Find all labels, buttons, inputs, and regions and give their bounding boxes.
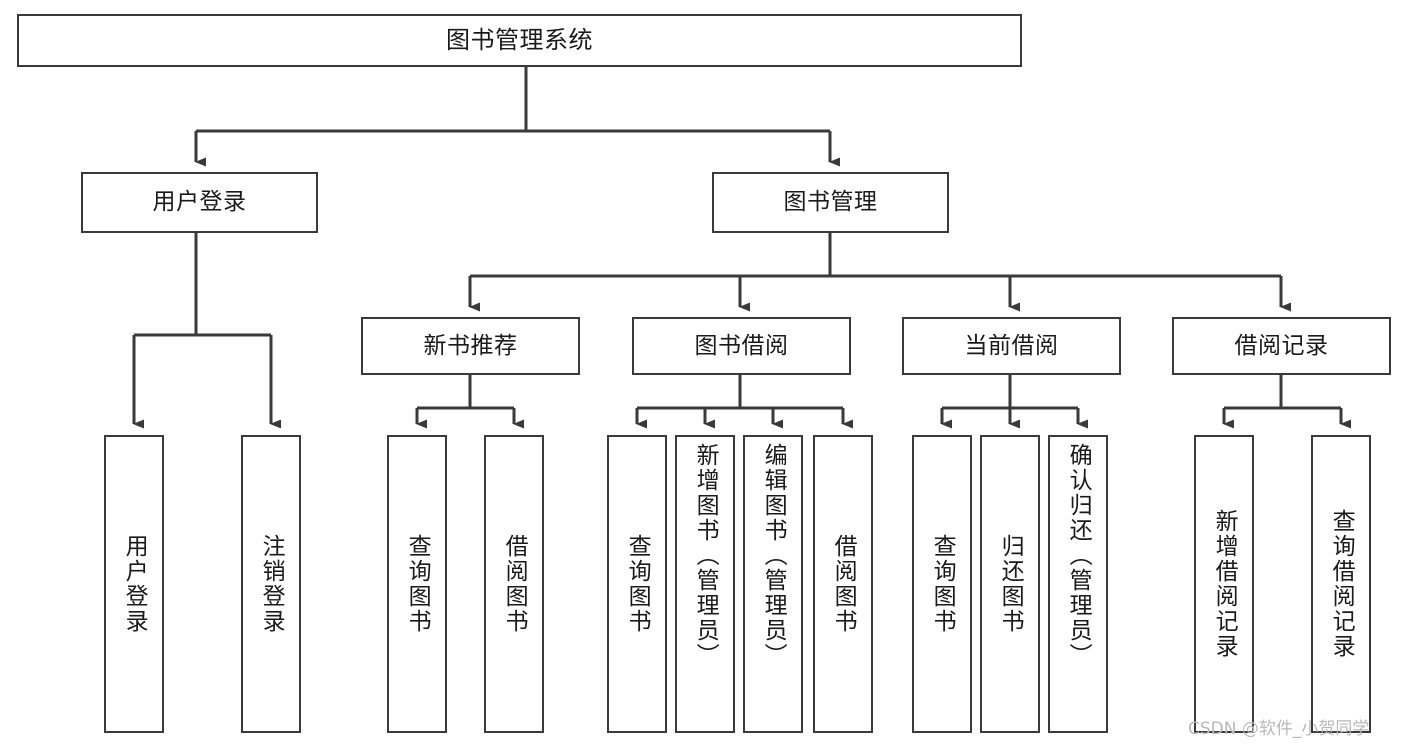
node-leaf-add-borrow-record[interactable]: 新增借阅记录 — [1194, 435, 1254, 733]
node-label: 借阅图书 — [501, 534, 528, 634]
node-user-login[interactable]: 用户登录 — [81, 172, 318, 233]
node-label: 用户登录 — [152, 189, 247, 216]
node-current-borrow[interactable]: 当前借阅 — [902, 317, 1121, 375]
node-new-book-recommend[interactable]: 新书推荐 — [361, 317, 580, 375]
node-leaf-borrow-book[interactable]: 借阅图书 — [813, 435, 873, 733]
node-label: 查询借阅记录 — [1328, 509, 1355, 659]
node-label: 新书推荐 — [423, 332, 518, 359]
node-root-system[interactable]: 图书管理系统 — [17, 14, 1022, 67]
node-leaf-borrow-book-recommend[interactable]: 借阅图书 — [484, 435, 544, 733]
node-label: 归还图书 — [997, 534, 1024, 634]
node-label: 确认归还（管理员） — [1065, 443, 1092, 668]
node-label: 注销登录 — [258, 534, 285, 634]
node-label: 查询图书 — [624, 534, 651, 634]
node-leaf-query-borrow-record[interactable]: 查询借阅记录 — [1311, 435, 1371, 733]
node-book-borrow[interactable]: 图书借阅 — [632, 317, 851, 375]
node-label: 图书借阅 — [694, 332, 789, 359]
node-book-management[interactable]: 图书管理 — [712, 172, 949, 233]
node-leaf-query-book-borrow[interactable]: 查询图书 — [607, 435, 667, 733]
node-label: 借阅记录 — [1234, 332, 1329, 359]
node-label: 当前借阅 — [964, 332, 1059, 359]
node-label: 编辑图书（管理员） — [760, 443, 787, 668]
node-label: 新增借阅记录 — [1211, 509, 1238, 659]
node-label: 查询图书 — [404, 534, 431, 634]
node-leaf-user-login[interactable]: 用户登录 — [104, 435, 164, 733]
node-leaf-query-book-current[interactable]: 查询图书 — [912, 435, 972, 733]
node-leaf-query-book-recommend[interactable]: 查询图书 — [387, 435, 447, 733]
node-leaf-return-book[interactable]: 归还图书 — [980, 435, 1040, 733]
node-label: 用户登录 — [121, 534, 148, 634]
node-leaf-logout[interactable]: 注销登录 — [241, 435, 301, 733]
watermark: CSDN @软件_小贺同学 — [1188, 719, 1370, 739]
node-label: 图书管理 — [783, 189, 878, 216]
node-borrow-record[interactable]: 借阅记录 — [1172, 317, 1391, 375]
node-leaf-confirm-return-admin[interactable]: 确认归还（管理员） — [1048, 435, 1108, 733]
node-label: 图书管理系统 — [446, 25, 593, 54]
node-leaf-edit-book-admin[interactable]: 编辑图书（管理员） — [743, 435, 803, 733]
node-label: 借阅图书 — [830, 534, 857, 634]
node-label: 查询图书 — [929, 534, 956, 634]
node-leaf-add-book-admin[interactable]: 新增图书（管理员） — [675, 435, 735, 733]
node-label: 新增图书（管理员） — [692, 443, 719, 668]
